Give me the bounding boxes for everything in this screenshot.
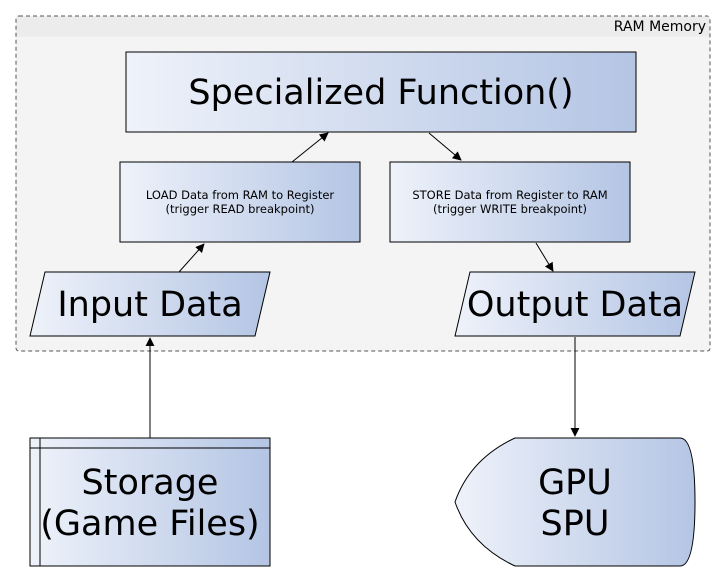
arrow-function-to-store (428, 132, 462, 161)
arrow-load-to-function (291, 132, 329, 163)
load-process-line-2: (trigger READ breakpoint) (166, 202, 315, 216)
display-line-2: SPU (541, 504, 610, 544)
load-process-box (119, 161, 361, 243)
output-data-node: Output Data (454, 271, 696, 337)
store-process-line-1: STORE Data from Register to RAM (412, 188, 607, 202)
arrow-input-to-load (178, 243, 205, 273)
storage-line-1: Storage (82, 463, 219, 503)
arrows (145, 132, 580, 438)
input-data-node: Input Data (29, 271, 271, 337)
ram-memory-header (16, 16, 710, 37)
load-process-node: LOAD Data from RAM to Register (trigger … (119, 161, 361, 243)
display-node: GPU SPU (454, 437, 696, 567)
storage-node: Storage (Game Files) (29, 437, 271, 567)
store-process-line-2: (trigger WRITE breakpoint) (433, 202, 587, 216)
storage-box (29, 437, 271, 567)
specialized-function-box (125, 51, 637, 133)
display-line-1: GPU (538, 463, 612, 503)
input-data-shape (29, 271, 271, 337)
store-process-box (389, 161, 631, 243)
load-process-line-1: LOAD Data from RAM to Register (146, 188, 335, 202)
ram-memory-label: RAM Memory (614, 19, 706, 35)
storage-line-2: (Game Files) (40, 504, 259, 544)
store-process-node: STORE Data from Register to RAM (trigger… (389, 161, 631, 243)
display-shape (454, 437, 696, 567)
output-data-label: Output Data (467, 285, 683, 325)
specialized-function-label: Specialized Function() (188, 73, 573, 113)
arrow-store-to-output (535, 242, 554, 272)
input-data-label: Input Data (57, 285, 242, 325)
output-data-shape (454, 271, 696, 337)
specialized-function-node: Specialized Function() (125, 51, 637, 133)
